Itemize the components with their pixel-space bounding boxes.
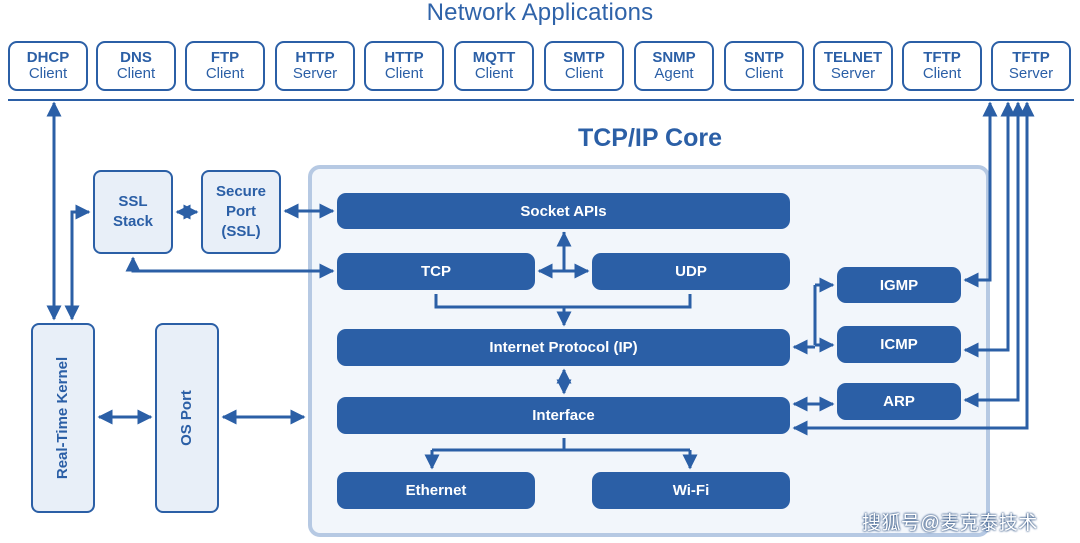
- os-port-box: OS Port: [155, 323, 219, 513]
- tcp-udp-ip-bracket: [434, 294, 692, 309]
- app-role: Server: [1008, 65, 1054, 82]
- app-name: DHCP: [26, 49, 70, 66]
- ssl-stack-box: SSL Stack: [93, 170, 173, 254]
- app-role: Client: [116, 65, 156, 82]
- app-name: MQTT: [472, 49, 516, 66]
- ethernet-block: Ethernet: [337, 472, 535, 509]
- app-role: Server: [292, 65, 338, 82]
- ssl-stack-label-1: SSL: [118, 193, 148, 210]
- app-name: FTP: [210, 49, 240, 66]
- tcp-block: TCP: [337, 253, 535, 290]
- app-role: Agent: [654, 65, 694, 82]
- igmp-to-tftp-arrow: [963, 101, 998, 288]
- app-role: Client: [205, 65, 245, 82]
- network-applications-title: Network Applications: [426, 0, 654, 26]
- tcp-ip-core-title: TCP/IP Core: [577, 124, 723, 152]
- secure-port-label-1: Secure: [215, 183, 267, 200]
- ssl-to-tcp-arrow: [125, 256, 335, 279]
- app-role: Client: [564, 65, 604, 82]
- udp-block: UDP: [592, 253, 790, 290]
- app-role: Server: [830, 65, 876, 82]
- app-name: HTTP: [295, 49, 335, 66]
- secure-port-label-3: (SSL): [221, 223, 261, 240]
- ssl-to-kernel-arrow: [64, 204, 91, 321]
- watermark-text: 搜狐号@麦克泰技术: [862, 513, 1038, 534]
- app-name: TELNET: [823, 49, 883, 66]
- ssl-stack-label-2: Stack: [112, 213, 154, 230]
- wifi-block: Wi-Fi: [592, 472, 790, 509]
- real-time-kernel-box: Real-Time Kernel: [31, 323, 95, 513]
- app-name: DNS: [120, 49, 152, 66]
- interface-to-tftp-arrow: [792, 101, 1035, 436]
- app-role: Client: [28, 65, 68, 82]
- app-name: TFTP: [923, 49, 961, 66]
- app-name: SNTP: [743, 49, 784, 66]
- interface-block: Interface: [337, 397, 790, 434]
- app-role: Client: [744, 65, 784, 82]
- app-name: TFTP: [1012, 49, 1050, 66]
- icmp-to-tftp-arrow: [963, 101, 1016, 358]
- socket-apis-block: Socket APIs: [337, 193, 790, 229]
- app-name: SMTP: [563, 49, 605, 66]
- app-name: HTTP: [384, 49, 424, 66]
- applications-divider: [8, 99, 1074, 101]
- app-role: Client: [474, 65, 514, 82]
- secure-port-label-2: Port: [225, 203, 256, 220]
- app-role: Client: [922, 65, 962, 82]
- app-role: Client: [384, 65, 424, 82]
- app-name: SNMP: [652, 49, 696, 66]
- internet-protocol-block: Internet Protocol (IP): [337, 329, 790, 366]
